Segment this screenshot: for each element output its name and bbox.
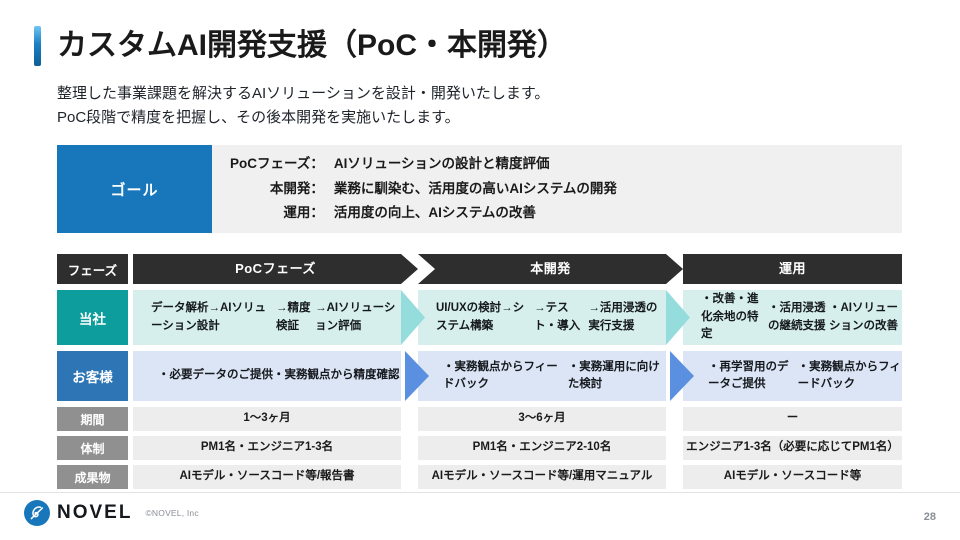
cell-structure-ops: エンジニア1-3名（必要に応じてPM1名） xyxy=(683,436,902,460)
goal-item: 本開発： 業務に馴染む、活用度の高いAIシステムの開発 xyxy=(230,177,617,202)
lead-paragraph: 整理した事業課題を解決するAIソリューションを設計・開発いたします。 PoC段階… xyxy=(57,82,549,129)
lead-line-1: 整理した事業課題を解決するAIソリューションを設計・開発いたします。 xyxy=(57,85,550,102)
page-title: カスタムAI開発支援（PoC・本開発） xyxy=(34,26,567,66)
footer-divider xyxy=(0,492,960,493)
cell-deliverables-ops: AIモデル・ソースコード等 xyxy=(683,465,902,489)
brand-logo: NOVEL ©NOVEL, Inc xyxy=(24,500,199,526)
matrix-row-structure: 体制 PM1名・エンジニア1-3名 PM1名・エンジニア2-10名 エンジニア1… xyxy=(57,436,902,460)
matrix-row-deliverables: 成果物 AIモデル・ソースコード等/報告書 AIモデル・ソースコード等/運用マニ… xyxy=(57,465,902,489)
row-label-deliverables: 成果物 xyxy=(57,465,128,489)
goal-item-key: 運用： xyxy=(283,205,324,221)
cell-deliverables-dev: AIモデル・ソースコード等/運用マニュアル xyxy=(418,465,666,489)
row-label-customer: お客様 xyxy=(57,351,128,401)
row-cells-duration: 1〜3ヶ月 3〜6ヶ月 ー xyxy=(133,407,902,431)
cell-company-ops: ・改善・進化余地の特定・活用浸透の継続支援・AIソリューションの改善 xyxy=(683,290,902,345)
title-accent-bar xyxy=(34,26,41,66)
matrix-header-cells: PoCフェーズ 本開発 運用 xyxy=(133,254,902,284)
phase-matrix: フェーズ PoCフェーズ 本開発 運用 当社 データ解析→AIソリューション設計… xyxy=(57,254,902,494)
cell-company-dev: UI/UXの検討→システム構築→テスト・導入→活用浸透の実行支援 xyxy=(418,290,666,345)
row-cells-deliverables: AIモデル・ソースコード等/報告書 AIモデル・ソースコード等/運用マニュアル … xyxy=(133,465,902,489)
row-cells-structure: PM1名・エンジニア1-3名 PM1名・エンジニア2-10名 エンジニア1-3名… xyxy=(133,436,902,460)
row-cells-customer: ・必要データのご提供・実務観点から精度確認 ・実務観点からフィードバック・実務運… xyxy=(133,351,902,401)
goal-body: PoCフェーズ： AIソリューションの設計と精度評価 本開発： 業務に馴染む、活… xyxy=(212,145,902,233)
goal-band: ゴール PoCフェーズ： AIソリューションの設計と精度評価 本開発： 業務に馴… xyxy=(57,145,902,233)
cell-company-poc: データ解析→AIソリューション設計→精度検証→AIソリューション評価 xyxy=(133,290,401,345)
goal-label: ゴール xyxy=(57,145,212,233)
cell-customer-poc: ・必要データのご提供・実務観点から精度確認 xyxy=(133,351,401,401)
phase-header-poc: PoCフェーズ xyxy=(133,254,418,284)
cell-duration-dev: 3〜6ヶ月 xyxy=(418,407,666,431)
logo-wordmark: NOVEL xyxy=(57,502,133,523)
cell-structure-poc: PM1名・エンジニア1-3名 xyxy=(133,436,401,460)
row-cells-company: データ解析→AIソリューション設計→精度検証→AIソリューション評価 UI/UX… xyxy=(133,290,902,345)
page-number: 28 xyxy=(923,511,936,523)
matrix-header-label: フェーズ xyxy=(57,254,128,284)
phase-header-ops: 運用 xyxy=(683,254,902,284)
matrix-row-customer: お客様 ・必要データのご提供・実務観点から精度確認 ・実務観点からフィードバック… xyxy=(57,351,902,401)
lead-line-2: PoC段階で精度を把握し、その後本開発を実施いたします。 xyxy=(57,108,460,126)
row-label-duration: 期間 xyxy=(57,407,128,431)
title-text: カスタムAI開発支援（PoC・本開発） xyxy=(57,29,567,62)
goal-list: PoCフェーズ： AIソリューションの設計と精度評価 本開発： 業務に馴染む、活… xyxy=(230,152,617,226)
row-label-company: 当社 xyxy=(57,290,128,345)
matrix-row-company: 当社 データ解析→AIソリューション設計→精度検証→AIソリューション評価 UI… xyxy=(57,290,902,345)
cell-duration-poc: 1〜3ヶ月 xyxy=(133,407,401,431)
row-label-structure: 体制 xyxy=(57,436,128,460)
goal-item: 運用： 活用度の向上、AIシステムの改善 xyxy=(230,201,617,226)
goal-item-value: 業務に馴染む、活用度の高いAIシステムの開発 xyxy=(333,180,617,196)
goal-item-key: 本開発： xyxy=(269,180,324,196)
goal-item-key: PoCフェーズ： xyxy=(230,156,324,172)
matrix-row-duration: 期間 1〜3ヶ月 3〜6ヶ月 ー xyxy=(57,407,902,431)
goal-item: PoCフェーズ： AIソリューションの設計と精度評価 xyxy=(230,152,617,177)
cell-duration-ops: ー xyxy=(683,407,902,431)
cell-customer-dev: ・実務観点からフィードバック・実務運用に向けた検討 xyxy=(418,351,666,401)
goal-item-value: 活用度の向上、AIシステムの改善 xyxy=(333,205,536,221)
phase-header-dev: 本開発 xyxy=(418,254,683,284)
novel-logo-icon xyxy=(24,500,50,526)
copyright-text: ©NOVEL, Inc xyxy=(145,508,199,518)
cell-customer-ops: ・再学習用のデータご提供・実務観点からフィードバック xyxy=(683,351,902,401)
cell-deliverables-poc: AIモデル・ソースコード等/報告書 xyxy=(133,465,401,489)
goal-item-value: AIソリューションの設計と精度評価 xyxy=(333,156,550,172)
cell-structure-dev: PM1名・エンジニア2-10名 xyxy=(418,436,666,460)
matrix-header-row: フェーズ PoCフェーズ 本開発 運用 xyxy=(57,254,902,284)
